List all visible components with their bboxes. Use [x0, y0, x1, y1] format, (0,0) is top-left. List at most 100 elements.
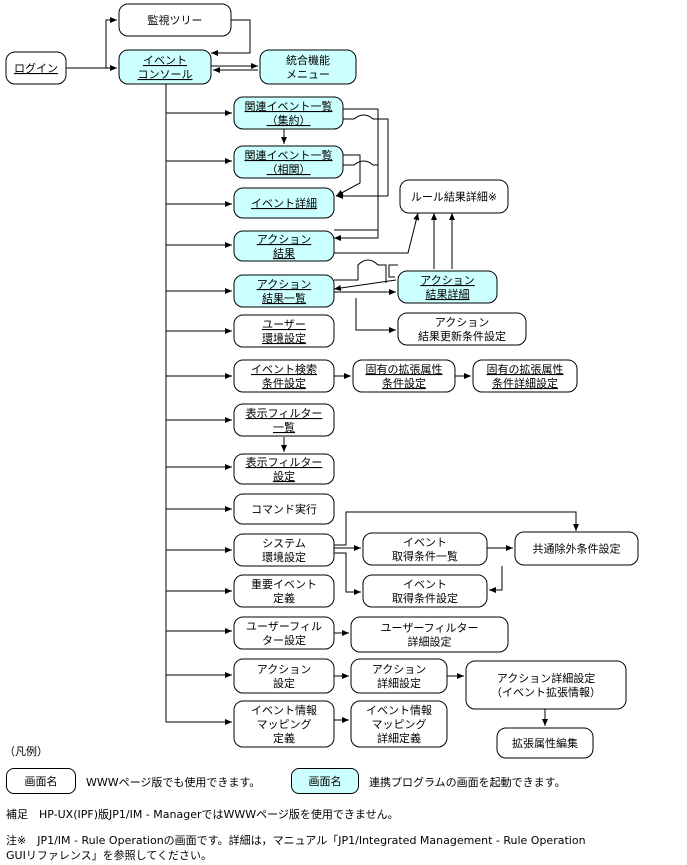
node-label: イベント	[403, 578, 447, 591]
monitor-tree-node: 監視ツリー	[118, 3, 232, 37]
node-box	[465, 660, 627, 710]
node-label: 拡張属性編集	[512, 736, 578, 750]
supplement-note: 補足 HP-UX(IPF)版JP1/IM - ManagerではWWWページ版を…	[6, 808, 399, 821]
node-label: マッピング	[372, 717, 427, 731]
node-label: 結果更新条件設定	[418, 329, 506, 343]
node-box	[233, 230, 335, 262]
node-label: 監視ツリー	[148, 13, 203, 27]
node-box	[233, 533, 335, 567]
event-detail-node: イベント詳細	[233, 187, 335, 219]
node-label: ユーザーフィル	[246, 620, 322, 633]
node-box	[233, 574, 335, 608]
node-label: 共通除外条件設定	[533, 542, 621, 556]
node-label: （集約）	[267, 113, 311, 127]
node-label: 統合機能	[286, 53, 330, 67]
node-box	[259, 49, 357, 85]
node-box	[233, 187, 335, 219]
node-label: 一覧	[273, 420, 295, 434]
node-label: 環境設定	[262, 331, 306, 345]
footnote-line-2: GUIリファレンス」を参照してください。	[6, 849, 212, 862]
node-box	[514, 531, 639, 566]
node-label: 固有の拡張属性	[487, 362, 564, 376]
node-label: 表示フィルター	[246, 455, 323, 469]
node-box	[233, 700, 335, 748]
node-label: 設定	[273, 469, 295, 483]
node-box	[233, 359, 335, 393]
node-label: 結果詳細	[426, 287, 470, 301]
node-label: コンソール	[138, 68, 193, 81]
node-box	[233, 145, 344, 179]
login-node: ログイン	[5, 51, 67, 85]
node-label: 条件詳細設定	[492, 376, 558, 390]
node-label: アクション	[420, 274, 474, 287]
node-label: 結果一覧	[262, 291, 306, 305]
node-label: ユーザー	[262, 318, 306, 331]
node-label: 取得条件設定	[392, 591, 458, 605]
node-box	[233, 314, 335, 348]
node-box	[352, 359, 456, 393]
legend-web-box-label: 画面名	[24, 775, 58, 788]
legend-linked-box-label: 画面名	[308, 775, 342, 788]
node-label: システム	[262, 537, 306, 550]
node-label: イベント詳細	[251, 196, 317, 210]
node-label: 詳細設定	[377, 676, 421, 690]
node-label: 表示フィルター	[246, 406, 323, 420]
node-label: 関連イベント一覧	[245, 99, 333, 113]
related-events-corr-node: 関連イベント一覧（相関）	[233, 145, 344, 179]
node-label: 環境設定	[262, 550, 306, 564]
node-label: ログイン	[14, 61, 58, 75]
node-box	[233, 616, 335, 650]
node-label: 結果	[273, 246, 295, 260]
command-exec-node: コマンド実行	[233, 493, 335, 525]
node-label: 定義	[273, 731, 295, 745]
node-box	[397, 312, 527, 346]
node-label: （相関）	[267, 163, 311, 176]
node-box	[233, 403, 335, 437]
node-label: アクション詳細設定	[497, 671, 595, 685]
node-box	[350, 658, 448, 694]
node-label: アクション	[257, 278, 311, 291]
legend-web-box: 画面名	[6, 768, 76, 794]
node-box	[496, 727, 594, 759]
related-events-summary-node: 関連イベント一覧（集約）	[233, 96, 344, 130]
footnote-line-1: 注※ JP1/IM - Rule Operationの画面です。詳細は，マニュア…	[6, 834, 586, 847]
ext-attr-edit-node: 拡張属性編集	[496, 727, 594, 759]
node-label: アクション	[257, 663, 311, 676]
node-label: （イベント拡張情報）	[491, 685, 601, 699]
node-label: メニュー	[286, 68, 330, 81]
node-box	[362, 574, 488, 608]
node-label: ルール結果詳細※	[411, 190, 497, 204]
action-detail-ext-node: アクション詳細設定（イベント拡張情報）	[465, 660, 627, 710]
node-box	[362, 532, 488, 566]
node-box	[472, 359, 578, 393]
legend-linked-desc: 連携プログラムの画面を起動できます。	[369, 776, 566, 789]
node-label: 詳細設定	[408, 635, 452, 649]
node-label: アクション	[435, 316, 489, 329]
node-label: ター設定	[262, 633, 306, 647]
legend-title: （凡例）	[4, 745, 48, 758]
node-box	[118, 3, 232, 37]
node-box	[5, 51, 67, 85]
node-label: 固有の拡張属性	[366, 362, 443, 376]
node-label: アクション	[257, 233, 311, 246]
node-label: 関連イベント一覧	[245, 148, 333, 162]
node-box	[233, 274, 335, 308]
node-label: 条件設定	[262, 376, 306, 390]
